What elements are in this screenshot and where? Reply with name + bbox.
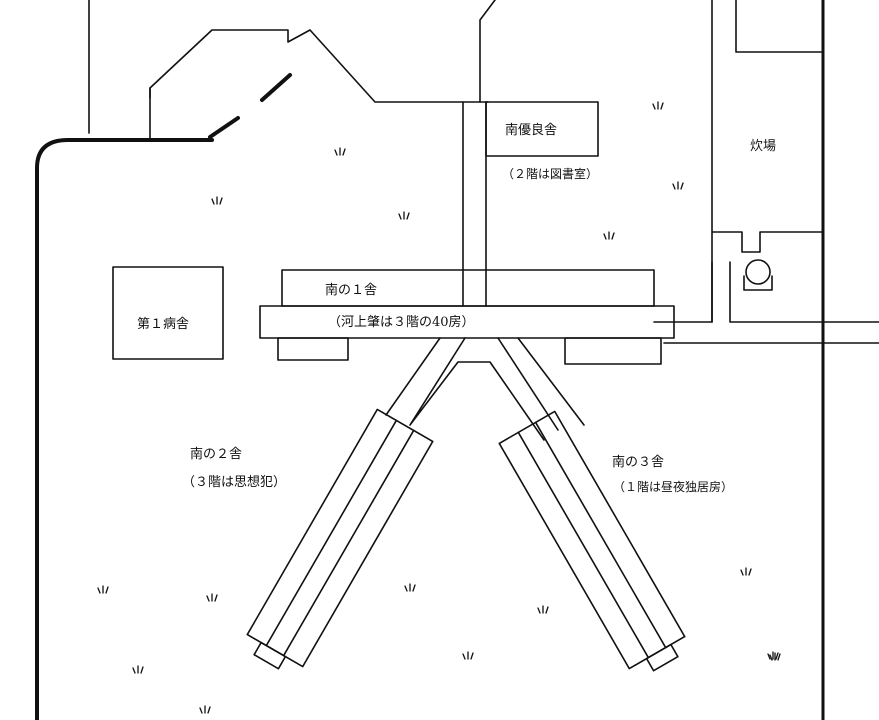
minami2-building [246, 408, 434, 670]
grass-tuft-icon [603, 231, 615, 240]
v-corridor [385, 337, 585, 441]
grass-tuft-icon [462, 651, 474, 660]
minami-yuryo-building [485, 101, 599, 157]
kitchen-well-stand [743, 275, 773, 291]
minami1-label: 南の１舎 [325, 282, 377, 298]
minami-yuryo-note: （２階は図書室） [502, 166, 598, 181]
grass-tuft-icon [769, 652, 781, 661]
ward1-label: 第１病舎 [137, 317, 189, 332]
grass-tuft-icon [206, 593, 218, 602]
grass-tuft-icon [537, 605, 549, 614]
kitchen-outline [711, 0, 824, 323]
grass-tuft-icon [767, 651, 779, 660]
gate-wall-left [208, 116, 240, 139]
kitchen-well [745, 259, 771, 285]
minami2-label: 南の２舎 [190, 446, 242, 462]
grass-tuft-icon [740, 567, 752, 576]
minami1-note: （河上肇は３階の40房） [328, 314, 475, 330]
minami2-note: （３階は思想犯） [182, 474, 286, 490]
grass-tuft-icon [97, 585, 109, 594]
minami3-label: 南の３舎 [612, 454, 664, 470]
kitchen-label: 炊場 [750, 139, 776, 154]
outer-wall [35, 138, 214, 720]
minami-yuryo-label: 南優良舎 [505, 122, 557, 138]
grass-tuft-icon [404, 583, 416, 592]
front-building-outline [88, 0, 489, 134]
kitchen-path [653, 261, 879, 344]
minami3-note: （１階は昼夜独居房） [613, 479, 733, 494]
gate-wall-right [260, 73, 292, 102]
grass-tuft-icon [132, 665, 144, 674]
minami3-building [498, 410, 686, 672]
grass-tuft-icon [211, 196, 223, 205]
minami1-annex-left [277, 337, 349, 361]
ward1-building [112, 266, 224, 360]
grass-tuft-icon [398, 211, 410, 220]
diagonal-road [479, 0, 496, 103]
minami1-annex-right [564, 337, 662, 365]
grass-tuft-icon [652, 101, 664, 110]
minami1-main-building [259, 305, 675, 339]
grass-tuft-icon [672, 181, 684, 190]
grass-tuft-icon [334, 147, 346, 156]
grass-tuft-icon [199, 705, 211, 714]
